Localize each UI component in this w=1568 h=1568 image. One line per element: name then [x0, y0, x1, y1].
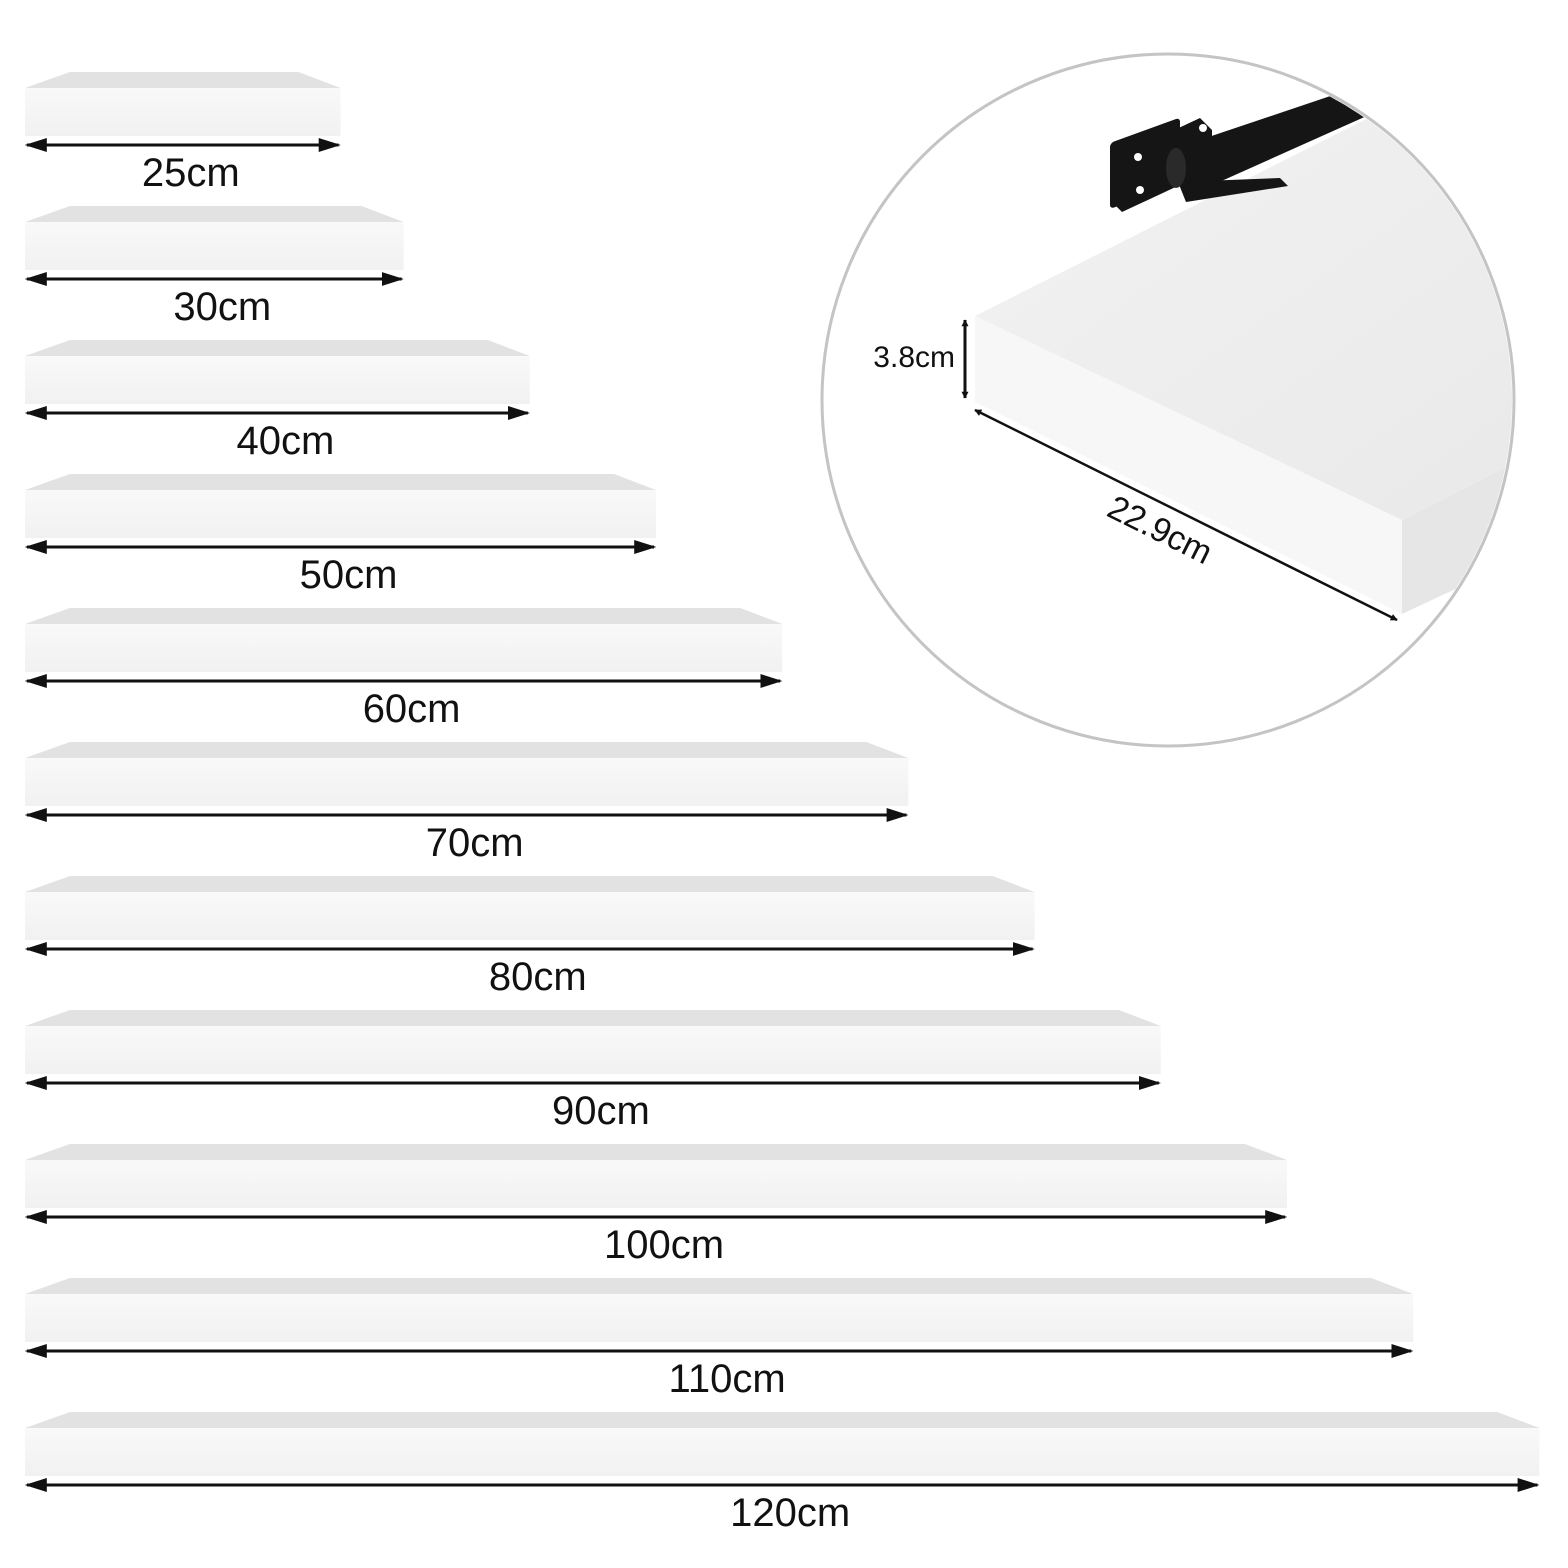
shelf-40: 40cm [24, 340, 530, 463]
thickness-label: 3.8cm [873, 341, 955, 374]
shelf-front-face [25, 1026, 1161, 1074]
shelf-length-label: 25cm [142, 151, 240, 195]
detail-shelf-side [1402, 440, 1512, 614]
shelf-70: 70cm [24, 742, 909, 865]
shelf-length-label: 90cm [552, 1089, 650, 1133]
shelf-front-face [25, 758, 909, 806]
shelf-front-face [25, 1160, 1287, 1208]
shelf-detail-callout: 3.8cm 22.9cm [820, 52, 1516, 748]
shelf-25: 25cm [24, 72, 341, 195]
detail-shelf-top [975, 102, 1512, 520]
shelf-length-label: 110cm [669, 1357, 786, 1401]
shelf-length-label: 50cm [300, 553, 398, 597]
shelf-top-surface [25, 1412, 1540, 1428]
shelf-top-surface [25, 1010, 1161, 1026]
shelf-front-face [25, 356, 530, 404]
shelf-front-face [25, 88, 341, 136]
shelf-length-label: 60cm [363, 687, 461, 731]
shelf-90: 90cm [24, 1010, 1162, 1133]
shelf-front-face [25, 1294, 1414, 1342]
shelf-100: 100cm [24, 1144, 1288, 1267]
shelf-80: 80cm [24, 876, 1035, 999]
shelf-length-label: 70cm [426, 821, 524, 865]
shelf-top-surface [25, 474, 656, 490]
shelf-top-surface [25, 608, 783, 624]
shelf-front-face [25, 490, 656, 538]
shelf-front-face [25, 892, 1035, 940]
shelf-front-face [25, 624, 783, 672]
shelf-list: 25cm 30cm 40cm 50cm 60cm 70cm 80cm 90cm 100cm 110… [24, 72, 1540, 1535]
shelf-30: 30cm [24, 206, 404, 329]
shelf-top-surface [25, 72, 341, 88]
shelf-length-label: 80cm [489, 955, 587, 999]
shelf-length-label: 100cm [604, 1223, 724, 1267]
shelf-50: 50cm [24, 474, 657, 597]
depth-dimension-line [974, 408, 1398, 622]
shelf-top-surface [25, 206, 404, 222]
shelf-top-surface [25, 742, 909, 758]
shelf-top-surface [25, 1278, 1414, 1294]
shelf-top-surface [25, 1144, 1287, 1160]
shelf-length-label: 30cm [173, 285, 271, 329]
shelf-120: 120cm [24, 1412, 1540, 1535]
shelf-110: 110cm [24, 1278, 1414, 1401]
shelf-front-face [25, 1428, 1540, 1476]
shelf-top-surface [25, 340, 530, 356]
shelf-length-label: 120cm [730, 1491, 850, 1535]
shelf-top-surface [25, 876, 1035, 892]
shelf-length-label: 40cm [236, 419, 334, 463]
bracket-icon [1110, 86, 1380, 212]
shelf-60: 60cm [24, 608, 783, 731]
shelf-front-face [25, 222, 404, 270]
